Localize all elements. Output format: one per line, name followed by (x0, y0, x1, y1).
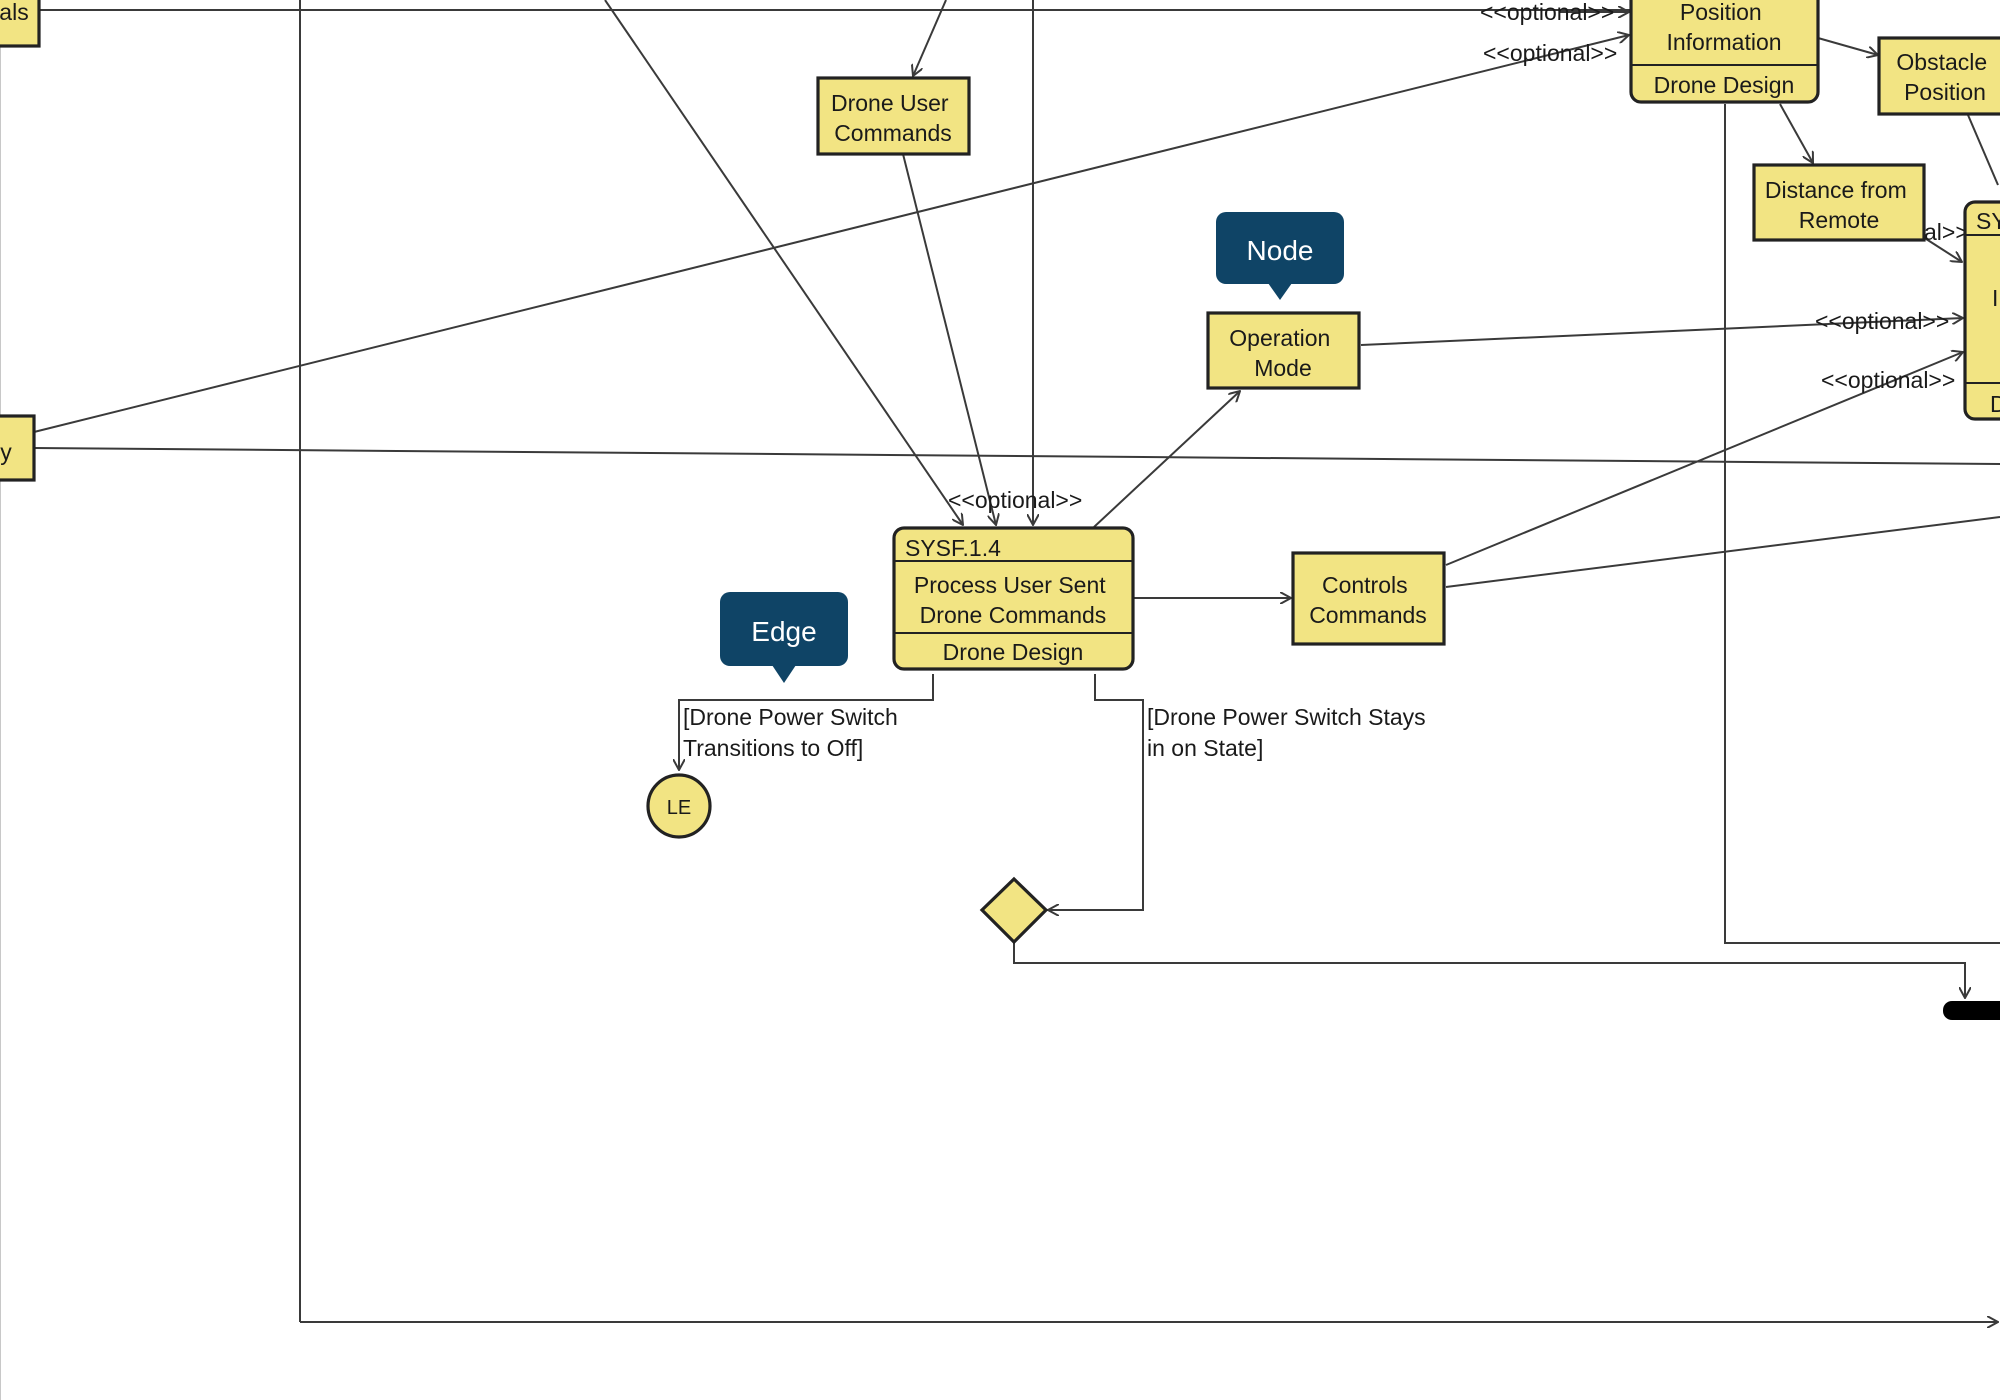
node-position-information[interactable]: Position Information Drone Design (1629, 0, 1820, 104)
svg-text:SY: SY (1976, 208, 2000, 234)
node-distance-from-remote[interactable]: Distance from Remote (1752, 163, 1926, 242)
edge-y-long-right[interactable] (33, 447, 2000, 465)
svg-text:I: I (1992, 285, 1998, 311)
guard-label-on: [Drone Power Switch Stays in on State] (1147, 704, 1432, 761)
node-signals-partial[interactable]: als (0, 0, 41, 48)
node-process-user-sent-drone-commands[interactable]: SYSF.1.4 Process User Sent Drone Command… (892, 526, 1135, 671)
edge-label-optional-right-2: <<optional>> (1821, 367, 1955, 393)
edge-label-optional-top-1: <<optional>> (1480, 0, 1614, 25)
position-partition-label: Drone Design (1654, 72, 1795, 98)
svg-text:Obstacle Position: Obstacle Position (1896, 49, 1993, 105)
node-fork-bar[interactable] (1943, 1001, 2000, 1020)
edge-position-to-obstacle[interactable] (1817, 37, 1878, 55)
process-action-id: SYSF.1.4 (905, 535, 1001, 561)
edge-operation-mode-to-right-action[interactable] (1360, 318, 1963, 346)
node-drone-user-commands[interactable]: Drone User Commands (816, 76, 971, 156)
callout-node: Node (1216, 212, 1344, 300)
edge-y-to-position-information[interactable] (33, 35, 1629, 433)
node-activity-final-le[interactable]: LE (646, 773, 712, 839)
svg-text:D: D (1990, 391, 2000, 417)
edge-decision-to-fork[interactable] (1013, 942, 1965, 998)
node-obstacle-position[interactable]: Obstacle Position (1877, 36, 2000, 116)
svg-text:Controls Commands: Controls Commands (1309, 572, 1427, 628)
edge-drone-user-commands-to-process[interactable] (902, 153, 996, 525)
edge-label-optional-right-1: <<optional>> (1815, 308, 1949, 334)
svg-text:Process User Sent Drone: Process User Sent Drone Commands (914, 572, 1112, 628)
edge-diagonal-into-process[interactable] (604, 0, 963, 525)
edge-position-vertical-down[interactable] (1724, 104, 2000, 944)
edge-obstacle-to-right-action[interactable] (1967, 114, 1999, 186)
edge-controls-to-right-action[interactable] (1445, 352, 1963, 566)
edge-guard-off[interactable] (679, 674, 934, 770)
svg-text:LE: LE (667, 797, 691, 819)
svg-text:Distance from Remote: Distance from Remote (1765, 177, 1913, 233)
edge-label-optional-mid: <<optional>> (948, 487, 1082, 513)
svg-text:Node: Node (1247, 235, 1314, 266)
svg-text:Drone User Commands: Drone User Commands (831, 90, 955, 146)
svg-text:Position Information: Position Information (1666, 0, 1781, 55)
process-partition-label: Drone Design (943, 639, 1084, 665)
edge-into-drone-user-commands[interactable] (913, 0, 947, 76)
edge-controls-long-right[interactable] (1445, 516, 2000, 588)
edge-label-optional-top-2: <<optional>> (1483, 40, 1617, 66)
edge-label-optional-right-3: al>> (1924, 219, 1969, 245)
edge-process-to-operation-mode[interactable] (1093, 391, 1240, 528)
node-decision[interactable] (979, 876, 1049, 945)
svg-text:Edge: Edge (751, 616, 816, 647)
edge-position-to-distance[interactable] (1779, 103, 1813, 163)
guard-label-off: [Drone Power Switch Transitions to Off] (683, 704, 904, 761)
edge-distance-to-right-action[interactable] (1922, 236, 1962, 262)
node-controls-commands[interactable]: Controls Commands (1291, 551, 1446, 646)
node-operation-mode[interactable]: Operation Mode (1206, 311, 1361, 390)
node-y-partial[interactable]: y (0, 414, 36, 482)
node-right-action-partial[interactable]: SY I D (1963, 200, 2000, 421)
callout-edge: Edge (720, 592, 848, 683)
svg-text:als: als (0, 0, 29, 25)
svg-text:y: y (0, 439, 12, 465)
svg-text:Operation Mode: Operation Mode (1229, 325, 1336, 381)
edge-guard-on[interactable] (1048, 674, 1144, 910)
